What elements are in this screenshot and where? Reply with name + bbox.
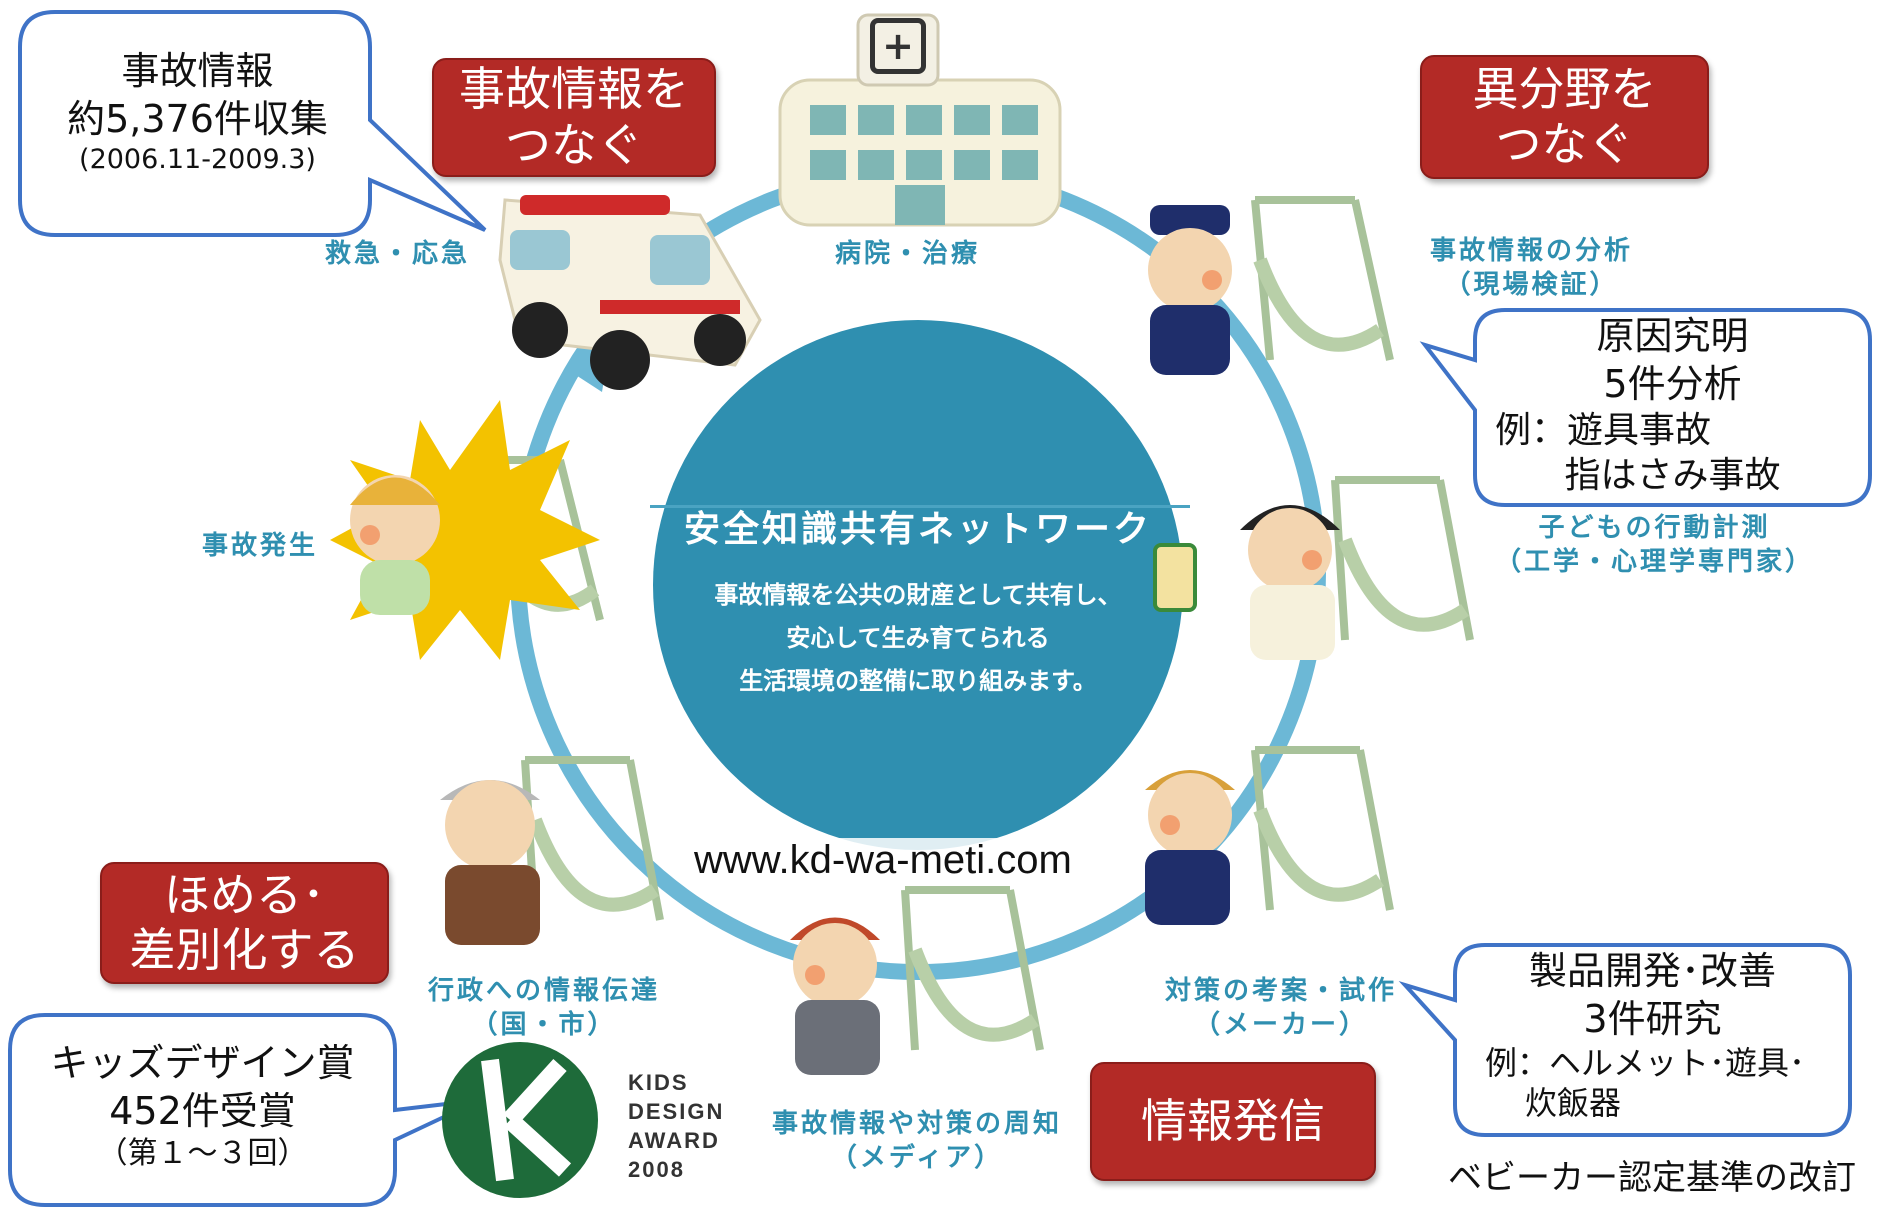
swing-4 (901, 886, 1044, 1051)
logo-text-line-4: 2008 (628, 1157, 685, 1183)
callout-product-line-1: 製品開発･改善 (1528, 949, 1776, 993)
caption-analysis: 事故情報の分析 （現場検証） (1430, 235, 1633, 303)
website-url: www.kd-wa-meti.com (690, 838, 1076, 883)
swing-3 (1251, 746, 1394, 911)
label-connect-fields: 異分野を つなぐ (1420, 55, 1709, 179)
character-maker (1145, 770, 1235, 925)
caption-measurement-line-2: （工学・心理学専門家） (1495, 546, 1815, 577)
label-praise-line-1: ほめる･ (164, 867, 325, 922)
character-reporter (790, 917, 880, 1075)
ambulance (498, 195, 762, 390)
label-praise-line-2: 差別化する (129, 923, 360, 977)
callout-accident-info-line-3: (2006.11-2009.3) (79, 144, 316, 175)
hospital-building (778, 13, 1062, 227)
center-line-1: 事故情報を公共の財産として共有し、 (714, 581, 1122, 609)
caption-analysis-line-1: 事故情報の分析 (1430, 236, 1634, 266)
kids-design-award-logo (442, 1042, 598, 1198)
callout-award-line-1: キッズデザイン賞 (50, 1041, 355, 1085)
callout-cause-text: 原因究明 5件分析 例：遊具事故 指はさみ事故 (1480, 313, 1865, 498)
character-child (350, 475, 440, 615)
center-line-2: 安心して生み育てられる (786, 624, 1050, 653)
character-police (1148, 205, 1232, 375)
swing-5 (521, 756, 664, 921)
caption-government: 行政への情報伝達 （国・市） (428, 975, 660, 1043)
label-connect-info-line-2: つなぐ (505, 117, 643, 172)
label-connect-fields-line-1: 異分野を (1472, 61, 1657, 116)
center-description: 事故情報を公共の財産として共有し、 安心して生み育てられる 生活環境の整備に取り… (668, 574, 1168, 704)
caption-hospital: 病院・治療 (835, 239, 981, 269)
callout-product-text: 製品開発･改善 3件研究 例：ヘルメット･遊具･ 炊飯器 (1460, 948, 1845, 1123)
center-text: 安全知識共有ネットワーク 事故情報を公共の財産として共有し、 安心して生み育てら… (668, 500, 1168, 704)
callout-product-line-4: 炊飯器 (1525, 1084, 1622, 1122)
caption-countermeasure-line-2: （メーカー） (1194, 1009, 1369, 1040)
callout-product-line-3: 例：ヘルメット･遊具･ (1485, 1044, 1806, 1082)
callout-accident-info (18, 10, 487, 237)
hospital-sign-icon: + (870, 18, 926, 74)
swing-2 (1331, 476, 1474, 641)
center-line-3: 生活環境の整備に取り組みます。 (739, 667, 1097, 696)
callout-cause-line-3: 例：遊具事故 (1495, 410, 1712, 451)
label-publish: 情報発信 (1090, 1062, 1376, 1181)
label-connect-info-line-1: 事故情報を (459, 62, 689, 117)
callout-award-line-2: 452件受賞 (109, 1088, 296, 1133)
callout-accident-info-line-1: 事故情報 (121, 49, 274, 93)
swing-1 (1251, 196, 1394, 361)
center-circle (653, 320, 1183, 850)
caption-media-line-2: （メディア） (830, 1142, 1004, 1173)
caption-government-line-1: 行政への情報伝達 (428, 976, 661, 1006)
callout-cause-line-4: 指はさみ事故 (1564, 455, 1781, 496)
character-expert (1153, 505, 1340, 660)
caption-analysis-line-2: （現場検証） (1444, 269, 1619, 300)
logo-text-line-1: KIDS (628, 1070, 689, 1095)
callout-award (8, 1013, 481, 1207)
callout-accident-info-text: 事故情報 約5,376件収集 (2006.11-2009.3) (30, 48, 365, 177)
logo-text: KIDS DESIGN AWARD 2008 (628, 1068, 724, 1184)
label-connect-info: 事故情報を つなぐ (432, 58, 716, 177)
center-title: 安全知識共有ネットワーク (683, 509, 1152, 550)
callout-product-line-2: 3件研究 (1583, 996, 1722, 1041)
logo-text-line-3: AWARD (628, 1128, 720, 1154)
caption-accident: 事故発生 (202, 531, 319, 561)
footnote: ベビーカー認定基準の改訂 (1448, 1158, 1856, 1198)
caption-media: 事故情報や対策の周知 （メディア） (772, 1108, 1062, 1176)
caption-countermeasure: 対策の考案・試作 （メーカー） (1165, 975, 1397, 1043)
caption-measurement-line-1: 子どもの行動計測 (1538, 513, 1771, 543)
callout-cause (1419, 308, 1872, 507)
caption-countermeasure-line-1: 対策の考案・試作 (1165, 976, 1398, 1006)
callout-award-line-3: （第１～３回） (97, 1136, 308, 1171)
caption-emergency: 救急・応急 (325, 239, 471, 269)
callout-product (1398, 943, 1852, 1137)
callout-award-text: キッズデザイン賞 452件受賞 （第１～３回） (15, 1040, 390, 1173)
label-connect-fields-line-2: つなぐ (1495, 117, 1634, 171)
character-official (440, 780, 540, 945)
callout-cause-line-1: 原因究明 (1596, 314, 1749, 358)
logo-text-line-2: DESIGN (628, 1099, 725, 1125)
caption-government-line-2: （国・市） (471, 1009, 617, 1040)
caption-media-line-1: 事故情報や対策の周知 (772, 1109, 1063, 1139)
label-praise: ほめる･ 差別化する (100, 862, 389, 984)
callout-accident-info-line-2: 約5,376件収集 (67, 96, 328, 141)
caption-measurement: 子どもの行動計測 （工学・心理学専門家） (1495, 512, 1814, 580)
callout-cause-line-2: 5件分析 (1603, 361, 1742, 406)
